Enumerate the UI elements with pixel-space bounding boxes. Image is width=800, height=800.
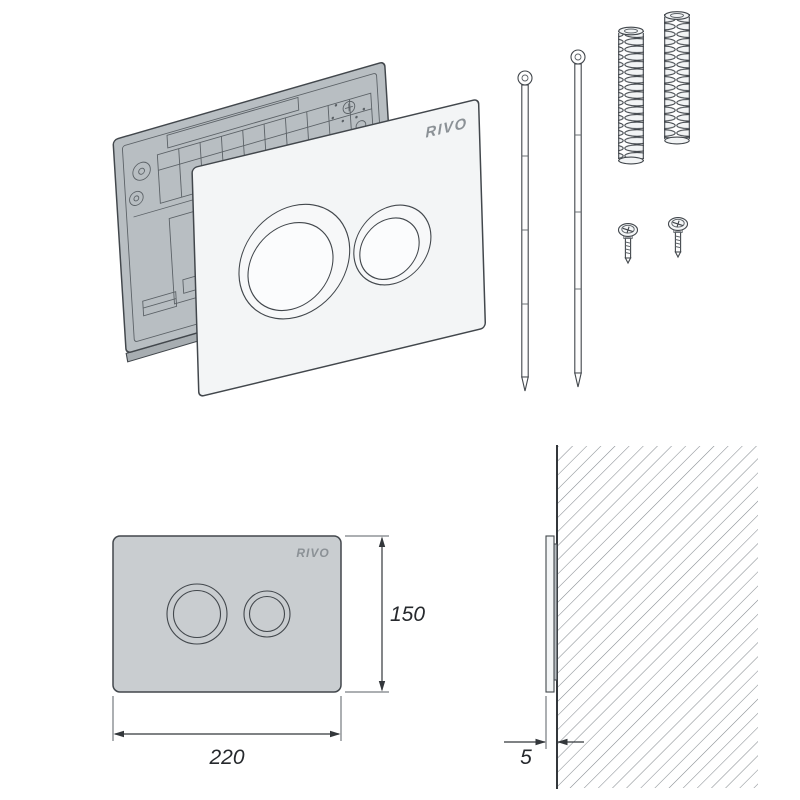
push-rod-right: [570, 49, 586, 388]
width-dimension: 220: [112, 696, 342, 769]
frame-screw-boss-bottom: [129, 190, 144, 206]
thickness-dimension: 5: [504, 696, 584, 769]
push-rod-left: [517, 70, 533, 392]
screw-right: [667, 217, 689, 259]
side-dimension-view: 5: [504, 445, 758, 789]
large-flush-button: [238, 203, 351, 320]
small-flush-button: [353, 204, 432, 286]
frame-top-slot: [166, 96, 300, 149]
front-dimension-view: RIVO 150 220: [112, 535, 425, 769]
height-dimension-label: 150: [390, 603, 425, 626]
brand-logo-front: RIVO: [296, 546, 329, 560]
frame-bottom-step: [142, 291, 178, 317]
width-dimension-label: 220: [208, 746, 244, 769]
plate-side-profile: [545, 535, 555, 693]
screw-left: [617, 223, 639, 265]
flush-plate-part: RIVO: [191, 99, 487, 397]
frame-screw-boss-top: [132, 161, 151, 181]
large-button-front: [166, 583, 228, 645]
spring-right: [664, 11, 690, 145]
hardware-parts: [517, 11, 690, 392]
small-button-front: [243, 590, 291, 638]
wall-section-hatch: [558, 446, 758, 788]
exploded-assembly-view: RIVO: [112, 62, 487, 397]
spring-left: [618, 26, 644, 165]
height-dimension: 150: [345, 535, 425, 693]
thickness-dimension-label: 5: [520, 746, 532, 769]
frame-adjuster-detail: [331, 100, 367, 132]
